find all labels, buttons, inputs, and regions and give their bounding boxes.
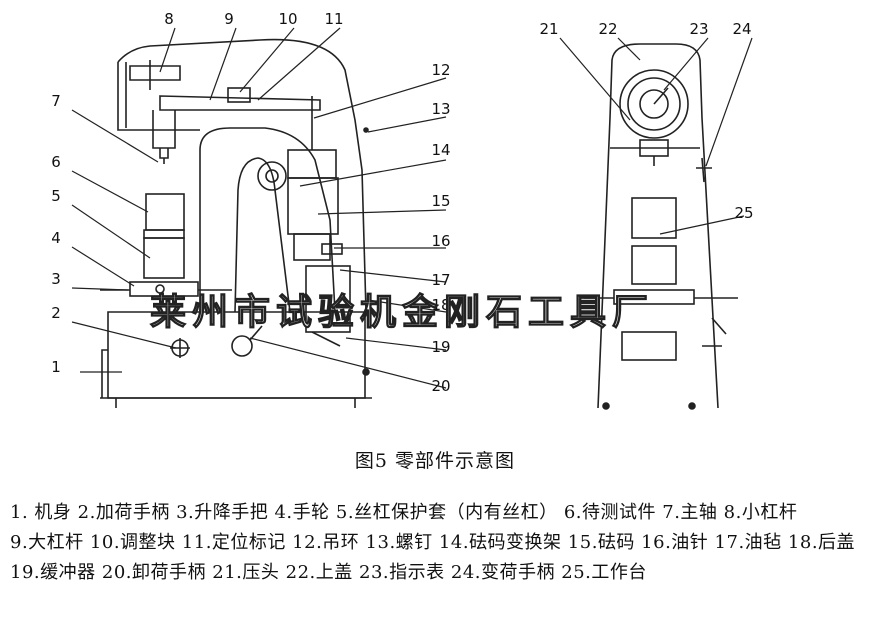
side-callout-7: 7 xyxy=(51,92,61,110)
side-callout-15: 15 xyxy=(431,192,450,210)
front-callout-24: 24 xyxy=(732,20,751,38)
front-frame xyxy=(597,43,719,409)
legend-item: 9.大杠杆 xyxy=(10,532,84,553)
legend-item: 1. 机身 xyxy=(10,502,72,523)
side-callout-18: 18 xyxy=(431,296,450,314)
legend-item: 25.工作台 xyxy=(561,562,647,583)
test-piece xyxy=(145,193,185,231)
side-callout-19: 19 xyxy=(431,338,450,356)
side-leader-4 xyxy=(71,246,135,287)
front-leader-24 xyxy=(705,37,753,167)
worktable xyxy=(129,281,199,297)
legend-item: 6.待测试件 xyxy=(563,502,657,523)
side-leader-18 xyxy=(367,299,447,313)
front-leader-25 xyxy=(659,215,745,235)
legend-item: 23.指示表 xyxy=(359,562,445,583)
side-leader-11 xyxy=(257,27,341,101)
legend-item: 4.手轮 xyxy=(274,502,330,523)
legend-item: 13.螺钉 xyxy=(365,532,433,553)
legend-item: 15.砝码 xyxy=(567,532,635,553)
side-leader-9 xyxy=(209,27,237,101)
legend-item: 11.定位标记 xyxy=(181,532,286,553)
legend-item: 19.缓冲器 xyxy=(10,562,96,583)
front-callout-25: 25 xyxy=(734,204,753,222)
side-leader-19 xyxy=(345,337,447,351)
spindle xyxy=(152,110,176,149)
side-callout-17: 17 xyxy=(431,271,450,289)
legend-item: 12.吊环 xyxy=(292,532,360,553)
legend-item: 22.上盖 xyxy=(285,562,353,583)
damper xyxy=(305,265,351,333)
side-callout-13: 13 xyxy=(431,100,450,118)
side-callout-4: 4 xyxy=(51,229,61,247)
side-callout-12: 12 xyxy=(431,61,450,79)
legend-item: 10.调整块 xyxy=(89,532,176,553)
head-arm xyxy=(117,62,200,131)
machine-body xyxy=(199,127,336,313)
side-callout-14: 14 xyxy=(431,141,450,159)
legend-item: 20.卸荷手柄 xyxy=(101,562,207,583)
side-leader-7 xyxy=(71,109,159,163)
legend-item: 18.后盖 xyxy=(787,532,856,553)
front-callout-21: 21 xyxy=(539,20,558,38)
side-callout-6: 6 xyxy=(51,153,61,171)
adjust-block xyxy=(227,87,251,103)
side-callout-5: 5 xyxy=(51,187,61,205)
legend-item: 21.压头 xyxy=(212,562,280,583)
legend-item: 5.丝杠保护套（内有丝杠） xyxy=(335,502,558,523)
front-leader-23 xyxy=(663,37,709,91)
side-callout-11: 11 xyxy=(324,10,343,28)
side-callout-3: 3 xyxy=(51,270,61,288)
front-worktable xyxy=(613,289,695,305)
side-callout-16: 16 xyxy=(431,232,450,250)
side-callout-1: 1 xyxy=(51,358,61,376)
legend-item: 3.升降手把 xyxy=(176,502,269,523)
legend-item: 7.主轴 xyxy=(662,502,718,523)
large-lever xyxy=(159,95,321,111)
side-callout-10: 10 xyxy=(278,10,297,28)
side-callout-9: 9 xyxy=(224,10,234,28)
legend-item: 16.油针 xyxy=(641,532,709,553)
side-leader-5 xyxy=(71,204,151,259)
side-leader-2 xyxy=(71,321,177,349)
handwheel xyxy=(257,161,287,191)
front-leader-21 xyxy=(559,37,631,121)
front-callout-23: 23 xyxy=(689,20,708,38)
side-callout-2: 2 xyxy=(51,304,61,322)
side-leader-20 xyxy=(249,337,447,389)
figure-caption: 图5 零部件示意图 xyxy=(354,450,516,472)
watermark: 莱州市试验机金刚石工具厂 xyxy=(149,290,655,333)
legend-item: 2.加荷手柄 xyxy=(77,502,170,523)
front-leader-22 xyxy=(617,37,641,61)
small-lever xyxy=(129,65,181,81)
parts-legend: 1. 机身 2.加荷手柄 3.升降手把 4.手轮 5.丝杠保护套（内有丝杠） 6… xyxy=(10,498,862,588)
dial-gauge xyxy=(619,69,689,139)
side-leader-6 xyxy=(71,170,149,213)
side-leader-17 xyxy=(339,269,447,283)
legend-item: 24.变荷手柄 xyxy=(450,562,556,583)
side-leader-8 xyxy=(159,27,176,73)
unload-handle xyxy=(231,335,253,357)
side-leader-12 xyxy=(313,77,447,119)
side-leader-3 xyxy=(71,287,129,291)
side-leader-10 xyxy=(239,27,295,93)
legend-item: 17.油毡 xyxy=(714,532,782,553)
legend-item: 14.砝码变换架 xyxy=(438,532,562,553)
side-leader-13 xyxy=(367,116,447,133)
side-leader-15 xyxy=(317,209,447,215)
front-callout-22: 22 xyxy=(598,20,617,38)
legend-item: 8.小杠杆 xyxy=(723,502,798,523)
side-callout-20: 20 xyxy=(431,377,450,395)
side-callout-8: 8 xyxy=(164,10,174,28)
side-leader-14 xyxy=(299,159,447,187)
oil-needle xyxy=(321,243,343,255)
